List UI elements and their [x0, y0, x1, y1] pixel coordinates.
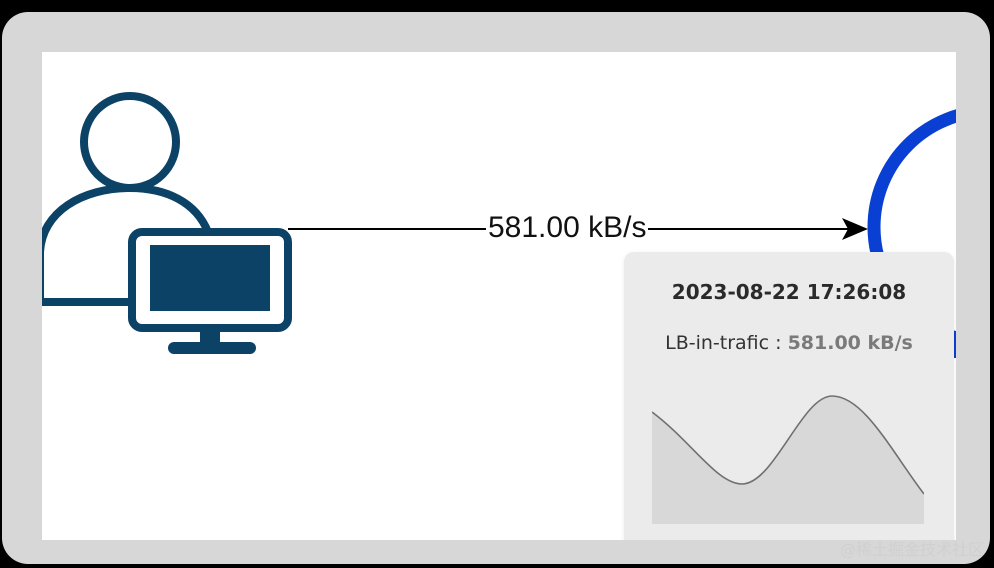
tooltip-metric-line: LB-in-trafic : 581.00 kB/s [624, 332, 954, 354]
tooltip-timestamp: 2023-08-22 17:26:08 [671, 280, 907, 304]
metric-tooltip: 2023-08-22 17:26:08 LB-in-trafic : 581.0… [624, 252, 954, 540]
load-balancer-node-icon[interactable] [867, 109, 956, 358]
sparkline-area [652, 396, 924, 524]
diagram-canvas: 581.00 kB/s 2023-08-22 17:26:08 LB-in-tr… [42, 52, 956, 540]
edge-traffic-label: 581.00 kB/s [486, 208, 649, 248]
diagram-svg [42, 92, 956, 358]
window-frame: 581.00 kB/s 2023-08-22 17:26:08 LB-in-tr… [2, 12, 990, 564]
sparkline-chart [652, 395, 924, 524]
sparkline-line [652, 395, 924, 495]
arrowhead-icon [842, 218, 868, 240]
watermark-text: @稀土掘金技术社区 [839, 540, 984, 559]
tooltip-metric-value: 581.00 kB/s [787, 332, 913, 354]
tooltip-metric-label: LB-in-trafic : [665, 332, 788, 354]
user-computer-icon[interactable] [42, 92, 292, 354]
